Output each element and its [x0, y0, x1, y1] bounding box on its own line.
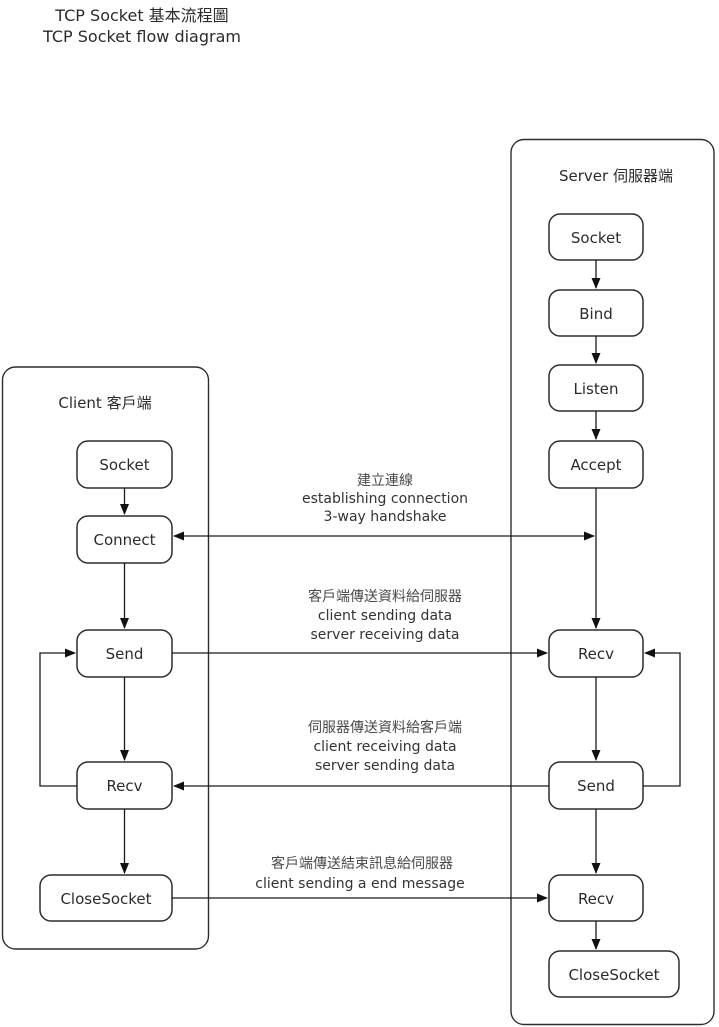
server-recv1-label: Recv — [578, 645, 614, 663]
client-send-node: Send — [76, 629, 173, 678]
annotation-handshake-zh: 建立連線 — [357, 473, 413, 489]
arrow-server-send-loop-to-recv1 — [643, 648, 681, 787]
client-socket-node: Socket — [76, 440, 173, 489]
annotation-handshake-en2: 3-way handshake — [324, 509, 447, 525]
server-socket-label: Socket — [571, 229, 621, 247]
annotation-server-to-client-en2: server sending data — [315, 758, 455, 774]
annotation-server-to-client-zh: 伺服器傳送資料給客戶端 — [308, 719, 462, 736]
server-closesocket-node: CloseSocket — [548, 950, 680, 998]
server-bind-label: Bind — [579, 305, 613, 323]
server-send-node: Send — [548, 761, 644, 810]
server-bind-node: Bind — [548, 289, 644, 337]
client-connect-label: Connect — [93, 531, 155, 549]
server-listen-node: Listen — [548, 364, 644, 412]
client-closesocket-node: CloseSocket — [39, 874, 173, 922]
client-connect-node: Connect — [76, 515, 173, 564]
server-closesocket-label: CloseSocket — [568, 966, 659, 984]
annotation-handshake-en1: establishing connection — [302, 491, 468, 507]
annotation-server-to-client-en1: client receiving data — [313, 739, 456, 755]
diagram-title-zh: TCP Socket 基本流程圖 — [54, 6, 228, 25]
annotation-handshake: 建立連線 establishing connection 3-way hands… — [302, 473, 468, 525]
server-accept-node: Accept — [548, 440, 644, 489]
annotation-end-message: 客戶端傳送結束訊息給伺服器 client sending a end messa… — [255, 855, 464, 892]
diagram-title-en: TCP Socket flow diagram — [42, 27, 241, 46]
client-closesocket-label: CloseSocket — [60, 890, 151, 908]
client-socket-label: Socket — [99, 456, 149, 474]
annotation-end-message-en: client sending a end message — [255, 876, 464, 892]
server-listen-label: Listen — [574, 380, 619, 398]
server-send-label: Send — [577, 777, 615, 795]
annotation-client-to-server: 客戶端傳送資料給伺服器 client sending data server r… — [308, 588, 462, 643]
annotation-client-to-server-en2: server receiving data — [311, 627, 460, 643]
annotation-client-to-server-en1: client sending data — [318, 608, 452, 624]
annotation-client-to-server-zh: 客戶端傳送資料給伺服器 — [308, 588, 462, 605]
client-recv-label: Recv — [106, 777, 142, 795]
annotation-server-to-client: 伺服器傳送資料給客戶端 client receiving data server… — [308, 719, 462, 774]
server-recv1-node: Recv — [548, 629, 644, 678]
server-accept-label: Accept — [570, 456, 621, 474]
server-panel-title: Server 伺服器端 — [559, 167, 673, 185]
arrow-client-recv-loop-to-send — [39, 648, 77, 787]
client-recv-node: Recv — [76, 761, 173, 810]
server-recv2-node: Recv — [548, 874, 644, 922]
server-recv2-label: Recv — [578, 890, 614, 908]
client-panel-title: Client 客戶端 — [58, 394, 151, 412]
annotation-end-message-zh: 客戶端傳送結束訊息給伺服器 — [271, 855, 453, 872]
server-socket-node: Socket — [548, 213, 644, 261]
client-send-label: Send — [106, 645, 144, 663]
